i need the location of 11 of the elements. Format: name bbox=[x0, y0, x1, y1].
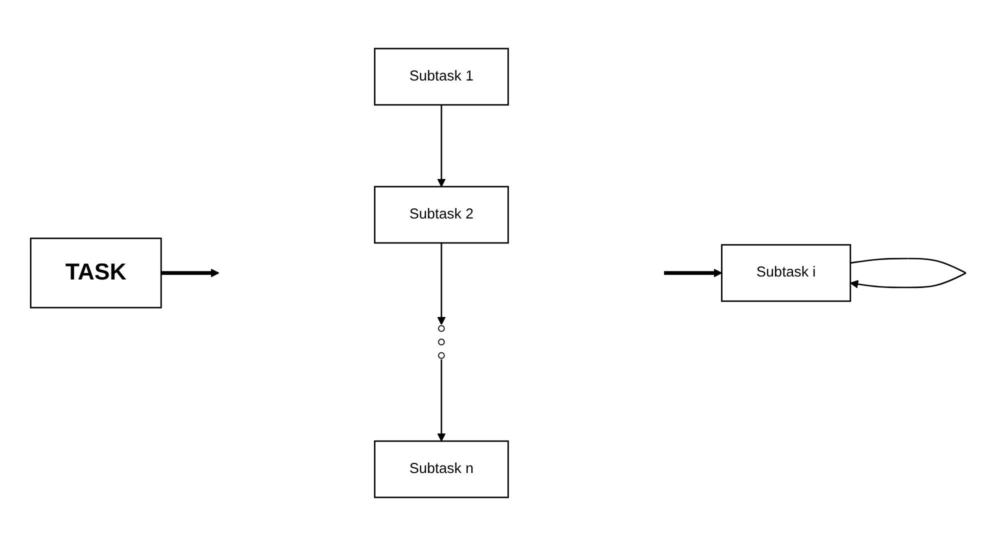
arrow bbox=[850, 272, 966, 288]
node-box: TASK bbox=[30, 238, 162, 308]
arrow bbox=[436, 104, 446, 188]
arrow bbox=[160, 268, 219, 278]
node-box: Subtask n bbox=[374, 440, 508, 498]
node-box: Subtask 1 bbox=[374, 48, 508, 106]
node-box: Subtask 2 bbox=[374, 186, 508, 244]
arrow bbox=[436, 242, 446, 326]
arrow bbox=[436, 359, 446, 442]
arrow bbox=[664, 268, 722, 278]
node-box: Subtask i bbox=[720, 244, 851, 302]
